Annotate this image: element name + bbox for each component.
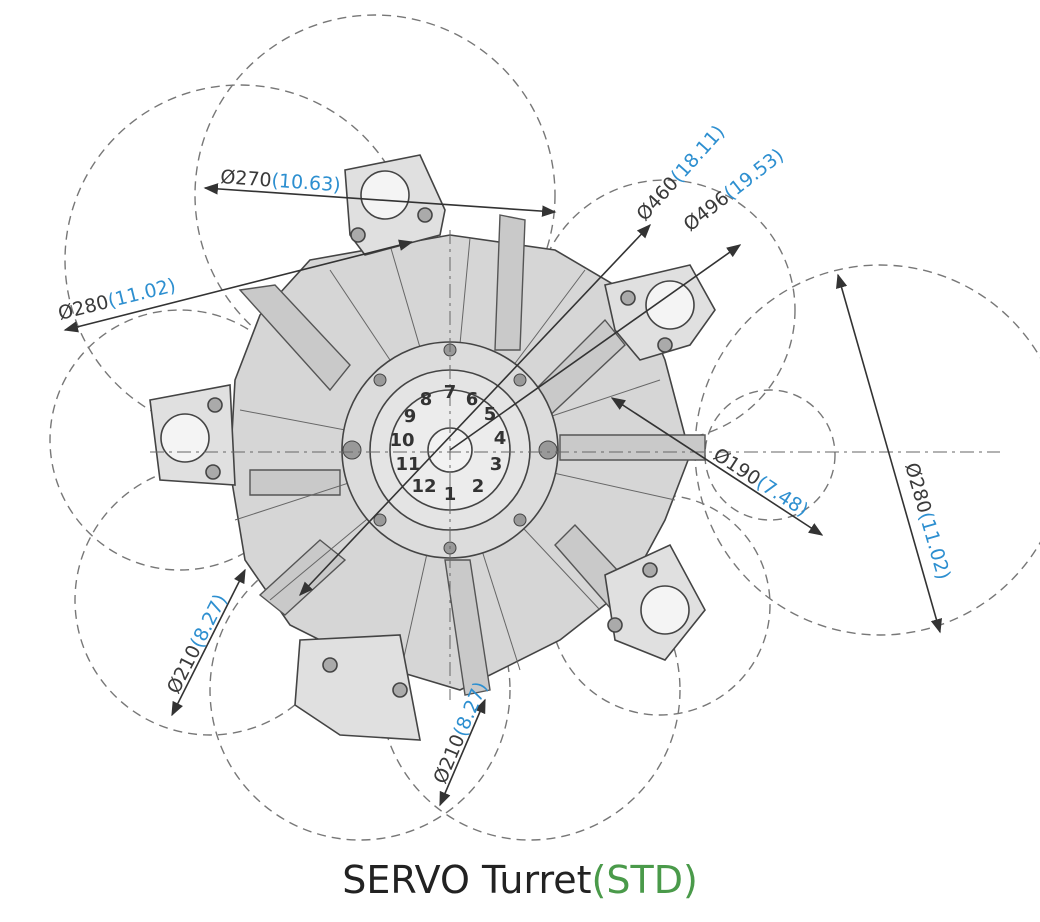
dim-line-210a — [171, 568, 246, 717]
caption-suffix: (STD) — [591, 858, 698, 902]
tool-number: 9 — [404, 406, 417, 427]
dim-label-210a: Ø210(8.27) — [163, 591, 232, 698]
swing-circle — [694, 264, 1040, 636]
dim-line-190 — [610, 397, 824, 536]
dim-label-210b: Ø210(8.27) — [429, 679, 492, 787]
tool-number: 12 — [411, 476, 436, 497]
dim-label-190: Ø190(7.48) — [709, 444, 812, 521]
tool-number: 2 — [472, 476, 485, 497]
tool-numbers: 1 2 3 4 5 6 7 8 9 10 11 12 — [389, 382, 506, 505]
tool-holder-bottom-left — [294, 634, 421, 741]
tool-number: 5 — [484, 404, 497, 425]
tool-number: 7 — [444, 382, 457, 403]
tool-number: 6 — [466, 389, 479, 410]
tool-holder-left — [149, 384, 236, 486]
caption-main: SERVO Turret — [342, 858, 592, 902]
dimension-lines — [63, 183, 942, 807]
dim-line-280b — [836, 273, 942, 634]
tool-number: 10 — [389, 430, 414, 451]
tool-number: 4 — [494, 428, 507, 449]
dim-line-460 — [299, 223, 651, 597]
dim-line-496 — [449, 244, 742, 451]
dim-line-270 — [203, 183, 557, 217]
tool-number: 3 — [490, 454, 503, 475]
tool-number: 8 — [420, 389, 433, 410]
figure-caption: SERVO Turret(STD) — [0, 858, 1040, 902]
dim-line-210b — [439, 698, 486, 807]
dim-label-270: Ø270(10.63) — [220, 166, 342, 196]
tool-number: 11 — [395, 454, 420, 475]
tool-number: 1 — [444, 484, 457, 505]
